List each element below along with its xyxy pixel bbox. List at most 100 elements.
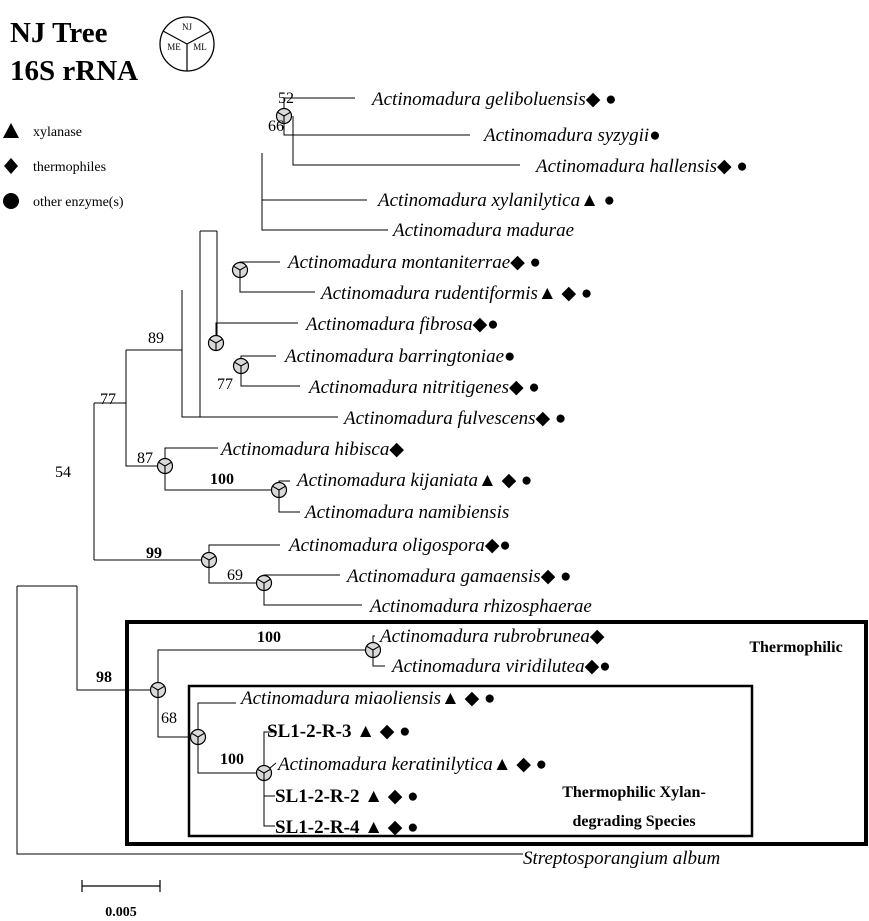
bootstrap-value: 77 [100,391,116,408]
species-label: Actinomadura kijaniata▲ ◆ ● [295,470,532,491]
tree-branch [283,97,355,116]
bootstrap-value: 100 [210,471,234,488]
species-label: Actinomadura hibisca◆ [219,439,404,460]
node-marker [255,764,273,782]
species-label: Actinomadura madurae [391,220,574,241]
taxon-name: SL1-2-R-3 [267,721,351,742]
trait-symbols: ▲ ◆ ● [493,754,547,775]
bootstrap-value: 52 [278,90,294,107]
species-label: Actinomadura gamaensis◆ ● [345,566,572,587]
bootstrap-value: 98 [96,669,112,686]
species-label: Actinomadura rhizosphaerae [368,596,592,617]
thermophilic-box [125,620,868,846]
legend-label-1: thermophiles [33,160,106,175]
node-marker [200,551,218,569]
taxon-name: Streptosporangium album [523,848,720,869]
legend-label-2: other enzyme(s) [33,195,124,210]
taxon-name: Actinomadura xylanilytica [376,190,580,211]
node-marker [156,457,174,475]
tree-branch [292,116,520,166]
tree-branch [261,153,388,231]
taxon-name: Actinomadura nitritigenes [307,377,509,398]
bootstrap-value: 87 [137,450,153,467]
taxon-name: Actinomadura kijaniata [295,470,478,491]
tree-branch [157,649,373,690]
taxon-name: Actinomadura barringtoniae [283,346,504,367]
tree-branch [76,586,158,691]
strain-label: SL1-2-R-3 ▲ ◆ ● [267,721,411,742]
tree-branch [263,773,275,827]
scale-bar-label: 0.005 [105,905,137,920]
node-marker [189,728,207,746]
method-badge-top: NJ [182,22,192,32]
tree-branch [182,231,201,418]
legend-label-0: xylanase [33,125,82,140]
taxon-name: Actinomadura rhizosphaerae [368,596,592,617]
species-label: Actinomadura montaniterrae◆ ● [286,252,541,273]
bootstrap-value: 77 [217,376,233,393]
xylan-box-label-line1: Thermophilic Xylan- [562,784,706,801]
taxon-name: Actinomadura fibrosa [304,314,473,335]
trait-symbols: ◆● [485,535,511,556]
tree-branch [181,290,338,418]
species-label: Actinomadura keratinilytica▲ ◆ ● [276,754,547,775]
node-marker [270,481,288,499]
taxon-name: Actinomadura oligospora [287,535,485,556]
bootstrap-value: 54 [55,464,71,481]
species-label: Streptosporangium album [523,848,720,869]
thermophilic-label: Thermophilic [749,639,842,656]
taxon-name: Actinomadura syzygii [482,125,649,146]
taxon-name: Actinomadura rubrobrunea [378,626,590,647]
taxon-name: SL1-2-R-2 [275,786,359,807]
tree-branch [125,452,165,467]
tree-branch [208,544,280,560]
trait-symbols: ◆ ● [586,89,617,110]
tree-branch [239,270,315,293]
bootstrap-value: 100 [257,629,281,646]
taxon-name: Actinomadura rudentiformis [319,283,538,304]
node-marker [364,641,382,659]
title-line-1: NJ Tree [10,17,108,49]
bootstrap-value: 69 [227,567,243,584]
taxon-name: Actinomadura hallensis [534,156,717,177]
tree-branch [240,366,300,387]
trait-symbols: ▲ ◆ ● [359,817,418,838]
strain-label: SL1-2-R-2 ▲ ◆ ● [275,786,419,807]
method-badge-right: ML [193,42,207,52]
taxon-name: Actinomadura viridilutea [390,656,585,677]
taxon-name: Actinomadura keratinilytica [276,754,493,775]
trait-symbols: ▲ ● [580,190,615,211]
taxon-name: Actinomadura miaoliensis [239,688,441,709]
species-label: Actinomadura miaoliensis▲ ◆ ● [239,688,495,709]
tree-branch [16,586,523,855]
legend-circle-icon [3,193,19,209]
node-marker [207,334,225,352]
species-label: Actinomadura rudentiformis▲ ◆ ● [319,283,592,304]
taxon-name: Actinomadura hibisca [219,439,389,460]
species-label: Actinomadura xylanilytica▲ ● [376,190,615,211]
tree-branch [215,322,298,343]
species-label: Actinomadura nitritigenes◆ ● [307,377,540,398]
trait-symbols: ◆● [585,656,611,677]
species-label: Actinomadura hallensis◆ ● [534,156,748,177]
tree-branch [263,574,340,583]
node-marker [149,681,167,699]
trait-symbols: ◆ ● [510,252,541,273]
trait-symbols: ◆ [389,439,404,460]
xylan-degrading-box [187,684,754,838]
title-line-2: 16S rRNA [10,55,138,87]
tree-branch [197,737,265,774]
node-marker [231,261,249,279]
tree-branch [157,690,198,738]
species-label: Actinomadura oligospora◆● [287,535,511,556]
strain-label: SL1-2-R-4 ▲ ◆ ● [275,817,419,838]
species-label: Actinomadura fulvescens◆ ● [342,408,566,429]
species-label: Actinomadura rubrobrunea◆ [378,626,605,647]
taxon-name: SL1-2-R-4 [275,817,360,838]
xylan-box-label-line2: degrading Species [572,813,695,830]
trait-symbols: ▲ ◆ ● [441,688,495,709]
species-label: Actinomadura viridilutea◆● [390,656,611,677]
trait-symbols: ◆ ● [536,408,567,429]
trait-symbols: ◆● [473,314,499,335]
